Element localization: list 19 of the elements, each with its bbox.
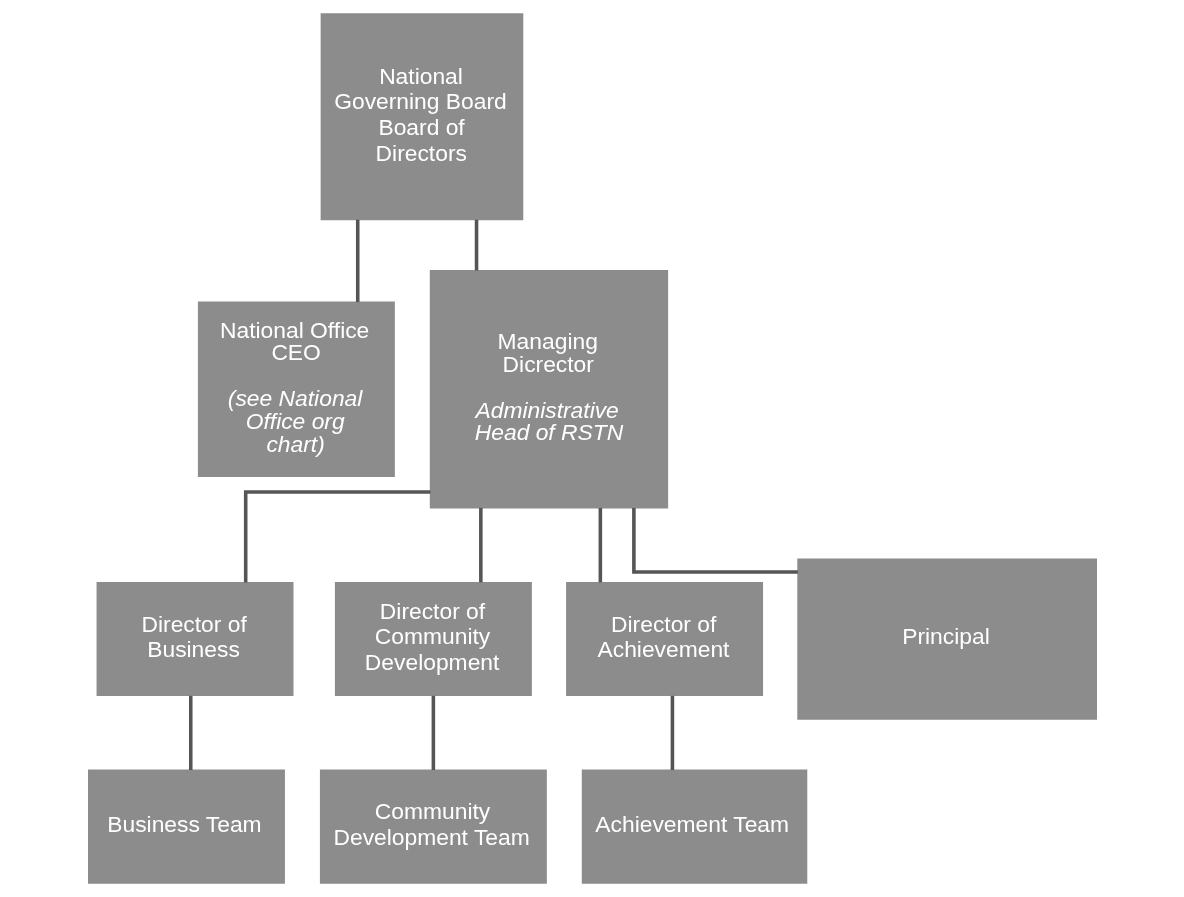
node-box: Director of Achievement bbox=[565, 581, 763, 697]
connector bbox=[598, 507, 602, 583]
node-box: Managing Dicrector Administrative Head of RSTN bbox=[429, 270, 668, 509]
node-box: Community Development Team bbox=[319, 769, 547, 884]
node-box: Achievement Team bbox=[581, 769, 807, 884]
node-box: National Governing Board Board of Directors bbox=[320, 13, 523, 221]
node-box: Principal bbox=[796, 558, 1097, 720]
connector bbox=[474, 219, 478, 271]
connector bbox=[670, 695, 674, 771]
connector bbox=[478, 507, 483, 583]
connector bbox=[631, 508, 798, 574]
connector bbox=[431, 695, 435, 771]
node-box: National Office CEO (see National Office org chart) bbox=[197, 301, 395, 478]
connector bbox=[188, 695, 193, 771]
node-box: Director of Business bbox=[96, 581, 293, 697]
connector bbox=[243, 490, 430, 583]
connector bbox=[355, 219, 359, 303]
node-box: Business Team bbox=[87, 769, 285, 884]
node-box: Director of Community Development bbox=[334, 581, 532, 697]
